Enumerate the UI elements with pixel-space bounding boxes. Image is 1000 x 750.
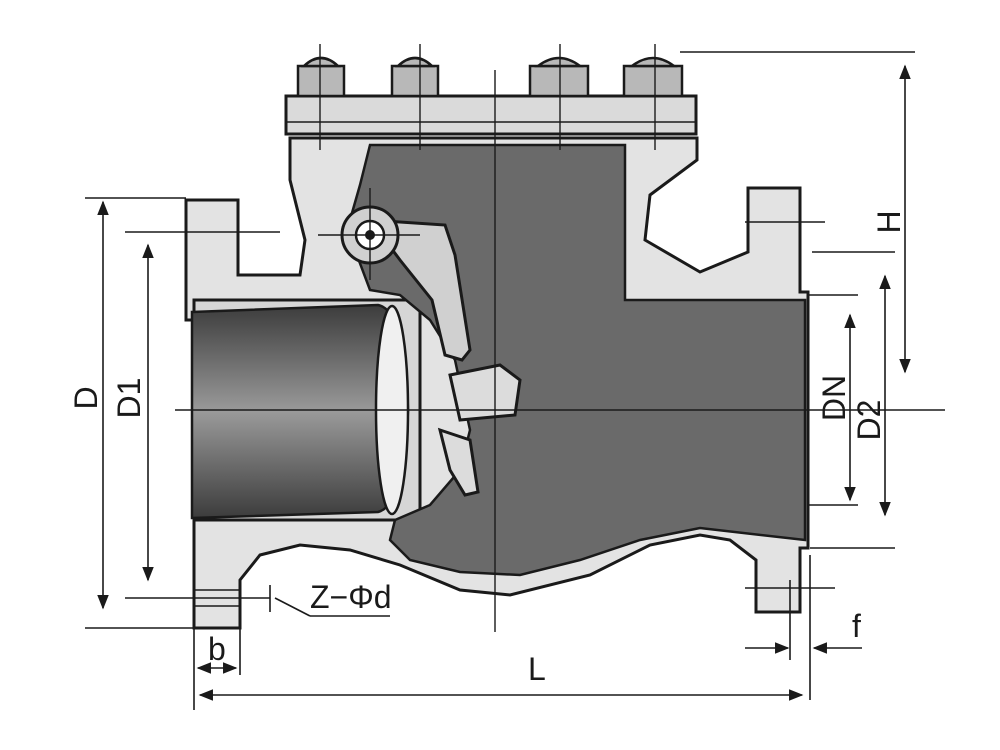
label-D: D [68,386,104,409]
bolt-4 [622,56,684,98]
label-D1: D1 [111,378,147,419]
bonnet-bolts [296,56,684,98]
bonnet-cover [284,94,698,136]
bolt-1 [296,56,346,98]
dimension-lines [85,51,915,710]
disc-plate [437,427,480,497]
label-H: H [871,210,907,233]
label-D2: D2 [851,400,887,441]
label-b: b [208,631,226,667]
valve-body [184,56,810,630]
label-L: L [528,651,546,687]
label-Z-phi-d: Z−Φd [310,579,392,615]
disc-nut [448,363,522,422]
label-f: f [852,608,861,644]
disc-arm [366,218,472,362]
label-DN: DN [816,375,852,421]
dimension-labels: D D1 DN D2 H Z−Φd b L f [68,210,907,687]
bolt-2 [390,56,440,98]
center-lines [175,44,945,632]
bolt-3 [528,56,590,98]
